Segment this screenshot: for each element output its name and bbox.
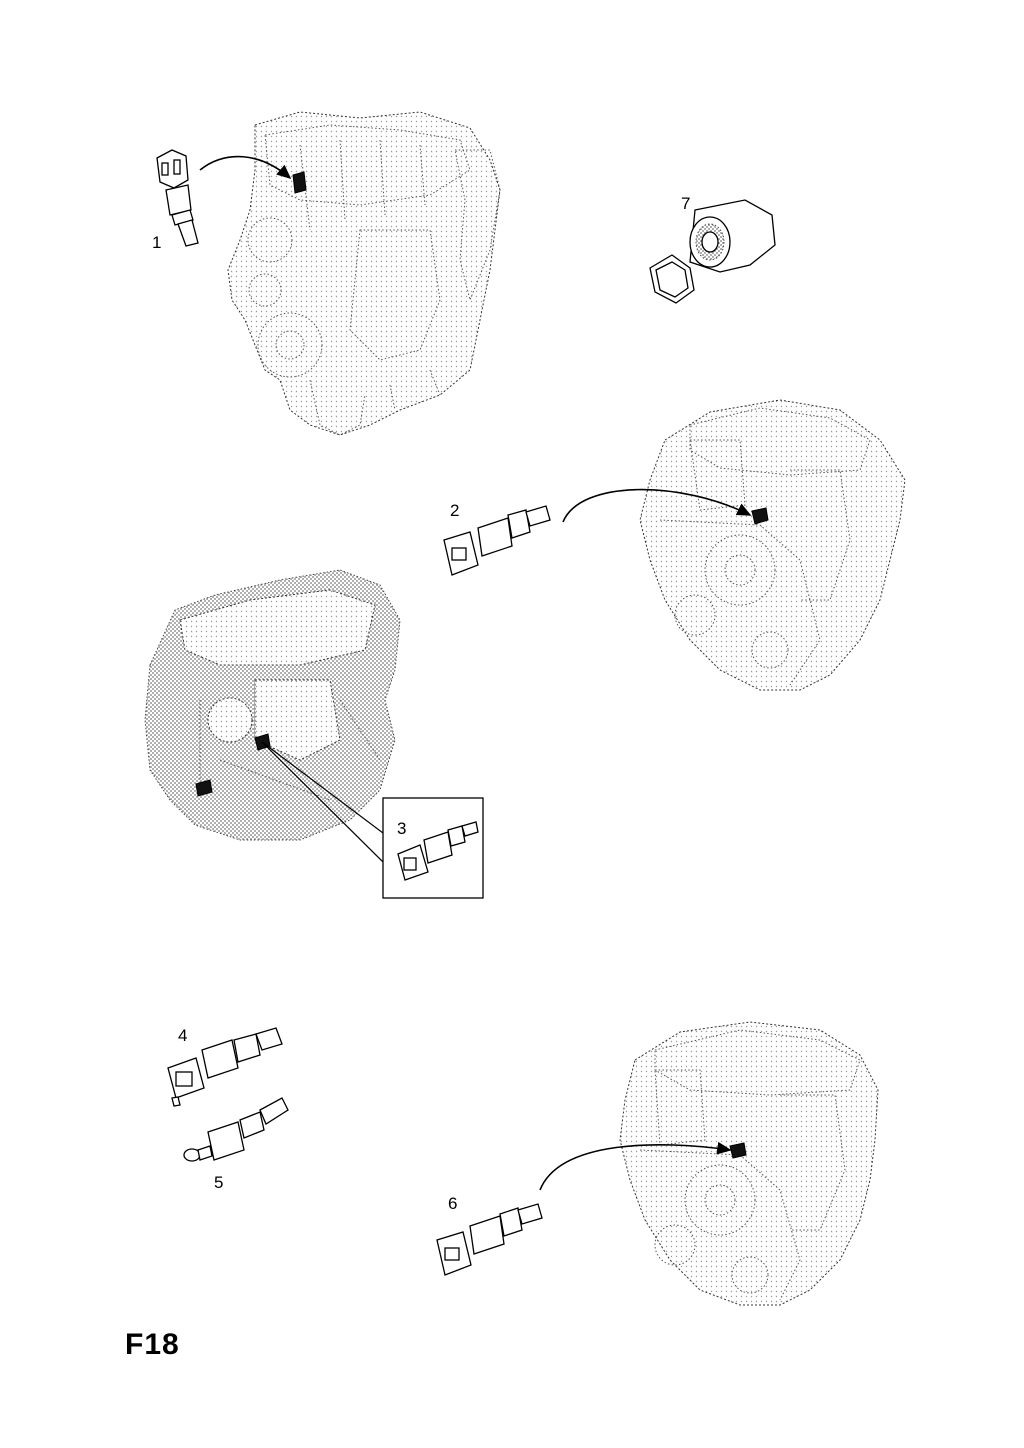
callout-7: 7 (681, 194, 690, 213)
part-7-illustration (649, 199, 776, 304)
engine-c-illustration (144, 569, 401, 841)
sensor-5-illustration (183, 1097, 289, 1162)
callout-1: 1 (152, 233, 161, 252)
callout-6: 6 (448, 1194, 457, 1213)
leader-arrow-6 (539, 1141, 732, 1191)
leader-line-3a (261, 741, 384, 834)
callout-2: 2 (450, 501, 459, 520)
leader-arrow-1 (199, 155, 292, 180)
leader-arrow-2 (562, 488, 752, 523)
sensor-1-illustration (156, 149, 199, 247)
callout-5: 5 (214, 1173, 223, 1192)
sheet-code: F18 (125, 1328, 180, 1361)
leader-line-3b (261, 741, 384, 863)
callout-3: 3 (397, 819, 406, 838)
sensor-6-illustration (436, 1203, 543, 1276)
sensor-4-illustration (167, 1027, 283, 1107)
engine-a-illustration (227, 111, 501, 436)
sensor-2-illustration (443, 505, 551, 576)
engine-b-illustration (639, 399, 906, 691)
callout-4: 4 (178, 1026, 187, 1045)
sensor-3-illustration (397, 821, 479, 881)
engine-d-illustration (619, 1021, 879, 1306)
